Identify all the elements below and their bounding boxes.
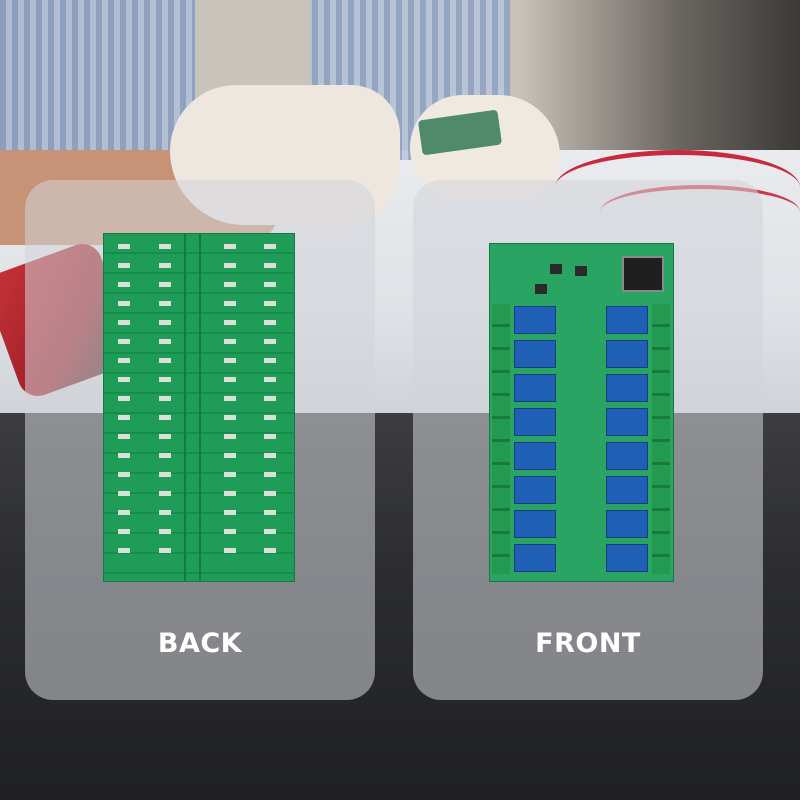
relay: [606, 510, 648, 538]
ic-chip: [535, 284, 547, 294]
relay: [514, 340, 556, 368]
solder-pads-mid-left: [159, 244, 171, 564]
relay: [514, 510, 556, 538]
relay: [606, 374, 648, 402]
relay: [514, 374, 556, 402]
red-probe-wire: [555, 150, 800, 225]
relay: [606, 306, 648, 334]
relay: [606, 408, 648, 436]
copper-trace: [199, 234, 201, 581]
screw-terminals-right: [652, 304, 670, 574]
relay: [606, 544, 648, 572]
copper-trace: [184, 234, 186, 581]
back-label: BACK: [157, 628, 243, 659]
relay-array: [514, 306, 649, 574]
relay: [514, 408, 556, 436]
pcb-front-side: [489, 243, 674, 582]
front-label: FRONT: [535, 628, 641, 659]
ic-chip: [550, 264, 562, 274]
solder-pads-right: [264, 244, 276, 564]
relay: [514, 544, 556, 572]
relay: [606, 476, 648, 504]
screw-terminals-left: [492, 304, 510, 574]
relay: [514, 306, 556, 334]
relay: [606, 442, 648, 470]
relay: [514, 442, 556, 470]
relay: [606, 340, 648, 368]
pcb-back-side: [103, 233, 295, 582]
relay: [514, 476, 556, 504]
ic-chip: [575, 266, 587, 276]
wifi-module: [622, 256, 664, 292]
solder-pads-left: [118, 244, 130, 564]
solder-pads-mid-right: [224, 244, 236, 564]
